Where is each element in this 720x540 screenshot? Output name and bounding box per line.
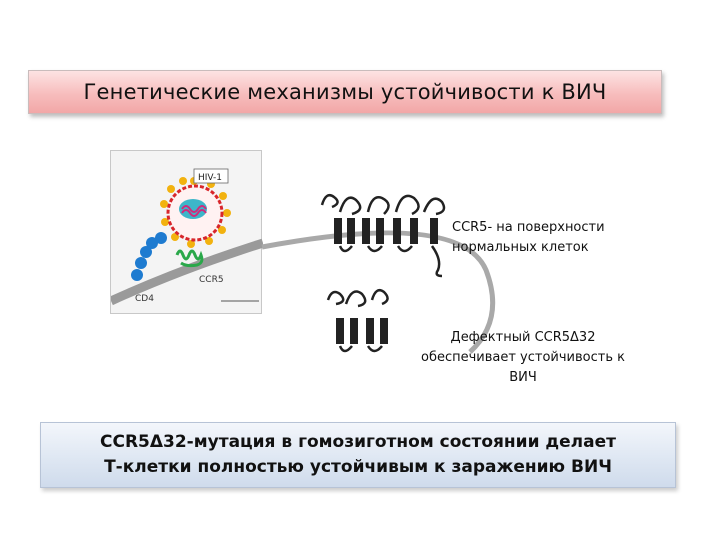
ccr5-label: CCR5 bbox=[199, 275, 224, 285]
virus-core bbox=[179, 199, 207, 219]
conclusion-line2: Т-клетки полностью устойчивым к заражени… bbox=[104, 457, 612, 477]
cd4-receptor bbox=[131, 232, 167, 281]
hiv-binding-svg: HIV-1 CD4 CCR5 bbox=[109, 168, 265, 306]
ccr5-receptor bbox=[175, 249, 204, 268]
conclusion-text: CCR5Δ32-мутация в гомозиготном состоянии… bbox=[58, 430, 658, 480]
defective-ccr5-label-line1: Дефектный CCR5Δ32 bbox=[450, 330, 596, 345]
conclusion-line1: CCR5Δ32-мутация в гомозиготном состоянии… bbox=[100, 432, 616, 452]
normal-ccr5-label: CCR5- на поверхности нормальных клеток bbox=[452, 218, 636, 258]
hiv-label-box bbox=[193, 168, 229, 184]
virus-rna bbox=[181, 205, 207, 213]
normal-ccr5-label-line2: нормальных клеток bbox=[452, 240, 589, 255]
hiv-label: HIV-1 bbox=[198, 173, 222, 183]
virus-rna-2 bbox=[181, 209, 207, 217]
defective-ccr5-receptor bbox=[326, 289, 389, 353]
defective-ccr5-label-line3: ВИЧ bbox=[509, 370, 537, 385]
cd4-label: CD4 bbox=[135, 294, 154, 304]
normal-ccr5-receptor bbox=[320, 194, 446, 278]
page-title: Генетические механизмы устойчивости к ВИ… bbox=[83, 80, 607, 104]
defective-ccr5-label-line2: обеспечивает устойчивость к bbox=[420, 350, 625, 365]
conclusion-box: CCR5Δ32-мутация в гомозиготном состоянии… bbox=[40, 422, 676, 488]
normal-ccr5-label-line1: CCR5- на поверхности bbox=[452, 220, 605, 235]
title-banner: Генетические механизмы устойчивости к ВИ… bbox=[28, 70, 662, 114]
defective-ccr5-label: Дефектный CCR5Δ32 обеспечивает устойчиво… bbox=[400, 328, 646, 388]
hiv-binding-illustration: HIV-1 CD4 CCR5 bbox=[109, 150, 265, 314]
cell-membrane bbox=[109, 238, 265, 306]
